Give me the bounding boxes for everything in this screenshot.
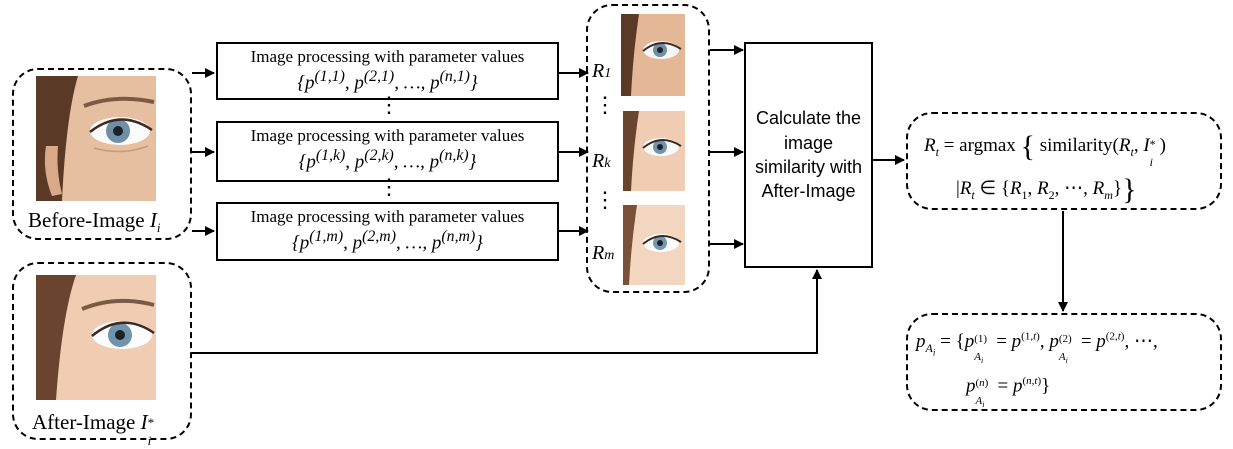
argmax-formula-box bbox=[906, 112, 1222, 210]
arrow-after-to-sim bbox=[192, 269, 822, 354]
after-face-image bbox=[36, 275, 156, 400]
parameter-set-3: {p(1,m), p(2,m), …, p(n,m)} bbox=[292, 228, 483, 254]
params-formula-line1: pAi = {p(1)Ai= p(1,t), p(2)Ai= p(2,t), ⋯… bbox=[916, 330, 1158, 366]
before-face-image bbox=[36, 76, 156, 201]
after-image-label: After-Image I*i bbox=[32, 410, 155, 448]
processing-title-2: Image processing with parameter values bbox=[250, 126, 525, 145]
processing-box-1: Image processing with parameter values {… bbox=[216, 42, 559, 100]
processing-title-1: Image processing with parameter values bbox=[250, 47, 525, 66]
results-ellipsis-1: ⋮ bbox=[594, 92, 616, 117]
result-image-rm bbox=[623, 205, 685, 285]
parameter-set-1: {p(1,1), p(2,1), …, p(n,1)} bbox=[297, 68, 478, 94]
after-image-group bbox=[12, 262, 192, 440]
similarity-text: Calculate the image similarity with Afte… bbox=[754, 108, 862, 202]
vertical-ellipsis-2: ⋮ bbox=[378, 174, 400, 199]
result-label-rm: Rm bbox=[592, 242, 615, 264]
similarity-box: Calculate the image similarity with Afte… bbox=[744, 42, 873, 268]
result-label-rk: Rk bbox=[592, 150, 611, 172]
vertical-ellipsis-1: ⋮ bbox=[378, 92, 400, 117]
results-ellipsis-2: ⋮ bbox=[594, 187, 616, 212]
results-group bbox=[586, 4, 710, 293]
argmax-formula-line2: |Rt ∈ {R1, R2, ⋯, Rm}} bbox=[956, 173, 1137, 206]
parameter-set-2: {p(1,k), p(2,k), …, p(n,k)} bbox=[298, 147, 477, 173]
processing-box-2: Image processing with parameter values {… bbox=[216, 121, 559, 182]
result-image-r1 bbox=[621, 14, 685, 96]
params-formula-box bbox=[906, 313, 1222, 411]
result-image-rk bbox=[623, 111, 685, 191]
processing-box-3: Image processing with parameter values {… bbox=[216, 202, 559, 261]
result-label-r1: R1 bbox=[592, 60, 612, 82]
argmax-formula-line1: Rt = argmax { similarity(Rt, I*i) bbox=[924, 130, 1166, 169]
before-image-group bbox=[12, 68, 192, 240]
processing-title-3: Image processing with parameter values bbox=[250, 207, 525, 226]
before-image-label: Before-Image Ii bbox=[28, 208, 161, 236]
params-formula-line2: p(n)Ai= p(n,t)} bbox=[966, 375, 1051, 410]
